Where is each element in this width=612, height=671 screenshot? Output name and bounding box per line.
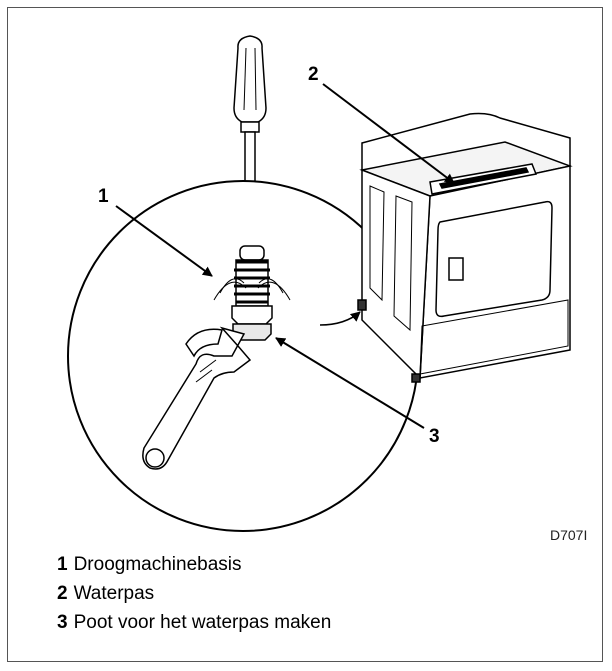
leveling-leg-icon [213, 245, 291, 341]
callout-2: 2 [308, 64, 319, 85]
adjustable-wrench-icon [142, 326, 252, 470]
dryer-icon [357, 112, 573, 383]
detail-pointer-arrow [319, 311, 361, 326]
leader-line-1 [115, 205, 213, 277]
leader-line-2 [322, 83, 455, 184]
spirit-level-icon [429, 163, 538, 195]
legend-num: 1 [57, 554, 68, 575]
legend-num: 2 [57, 583, 68, 604]
legend-label: Waterpas [73, 583, 155, 604]
figure-code: D707I [550, 527, 588, 543]
legend-label: Poot voor het waterpas maken [73, 612, 332, 633]
leader-line-3 [275, 337, 425, 429]
legend-label: Droogmachinebasis [73, 554, 242, 575]
callout-1: 1 [98, 186, 109, 207]
legend-num: 3 [57, 612, 68, 633]
callout-3: 3 [429, 426, 440, 447]
